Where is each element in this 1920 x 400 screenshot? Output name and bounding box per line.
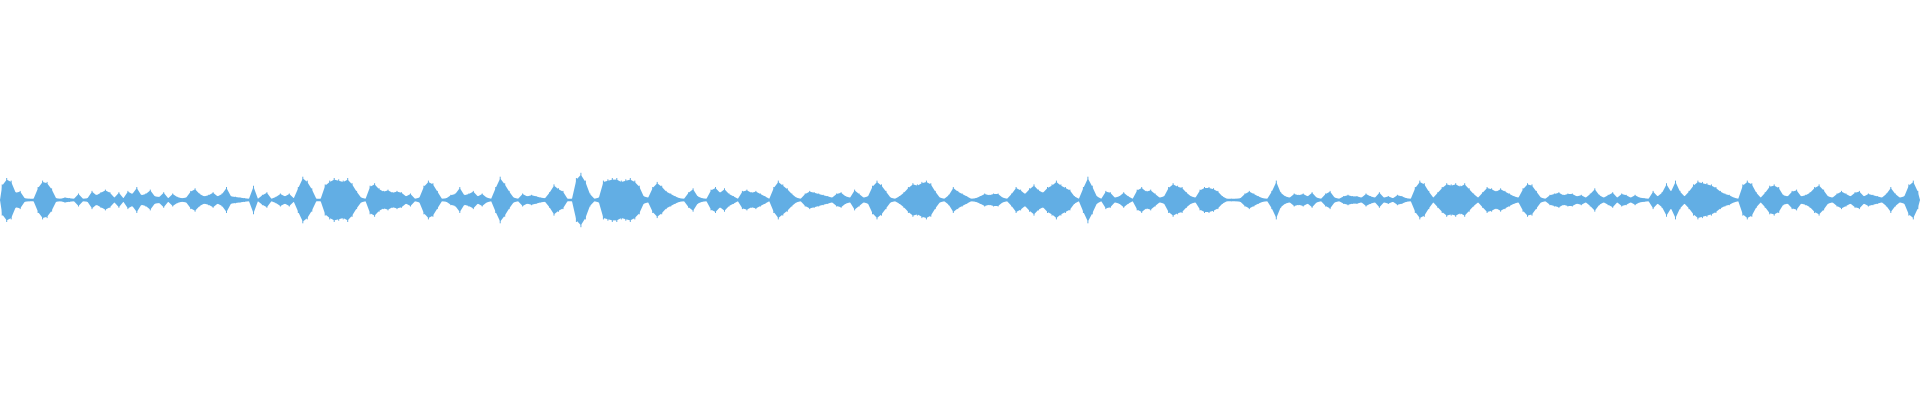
waveform-envelope [0, 174, 1920, 226]
waveform-bars [0, 172, 1920, 228]
